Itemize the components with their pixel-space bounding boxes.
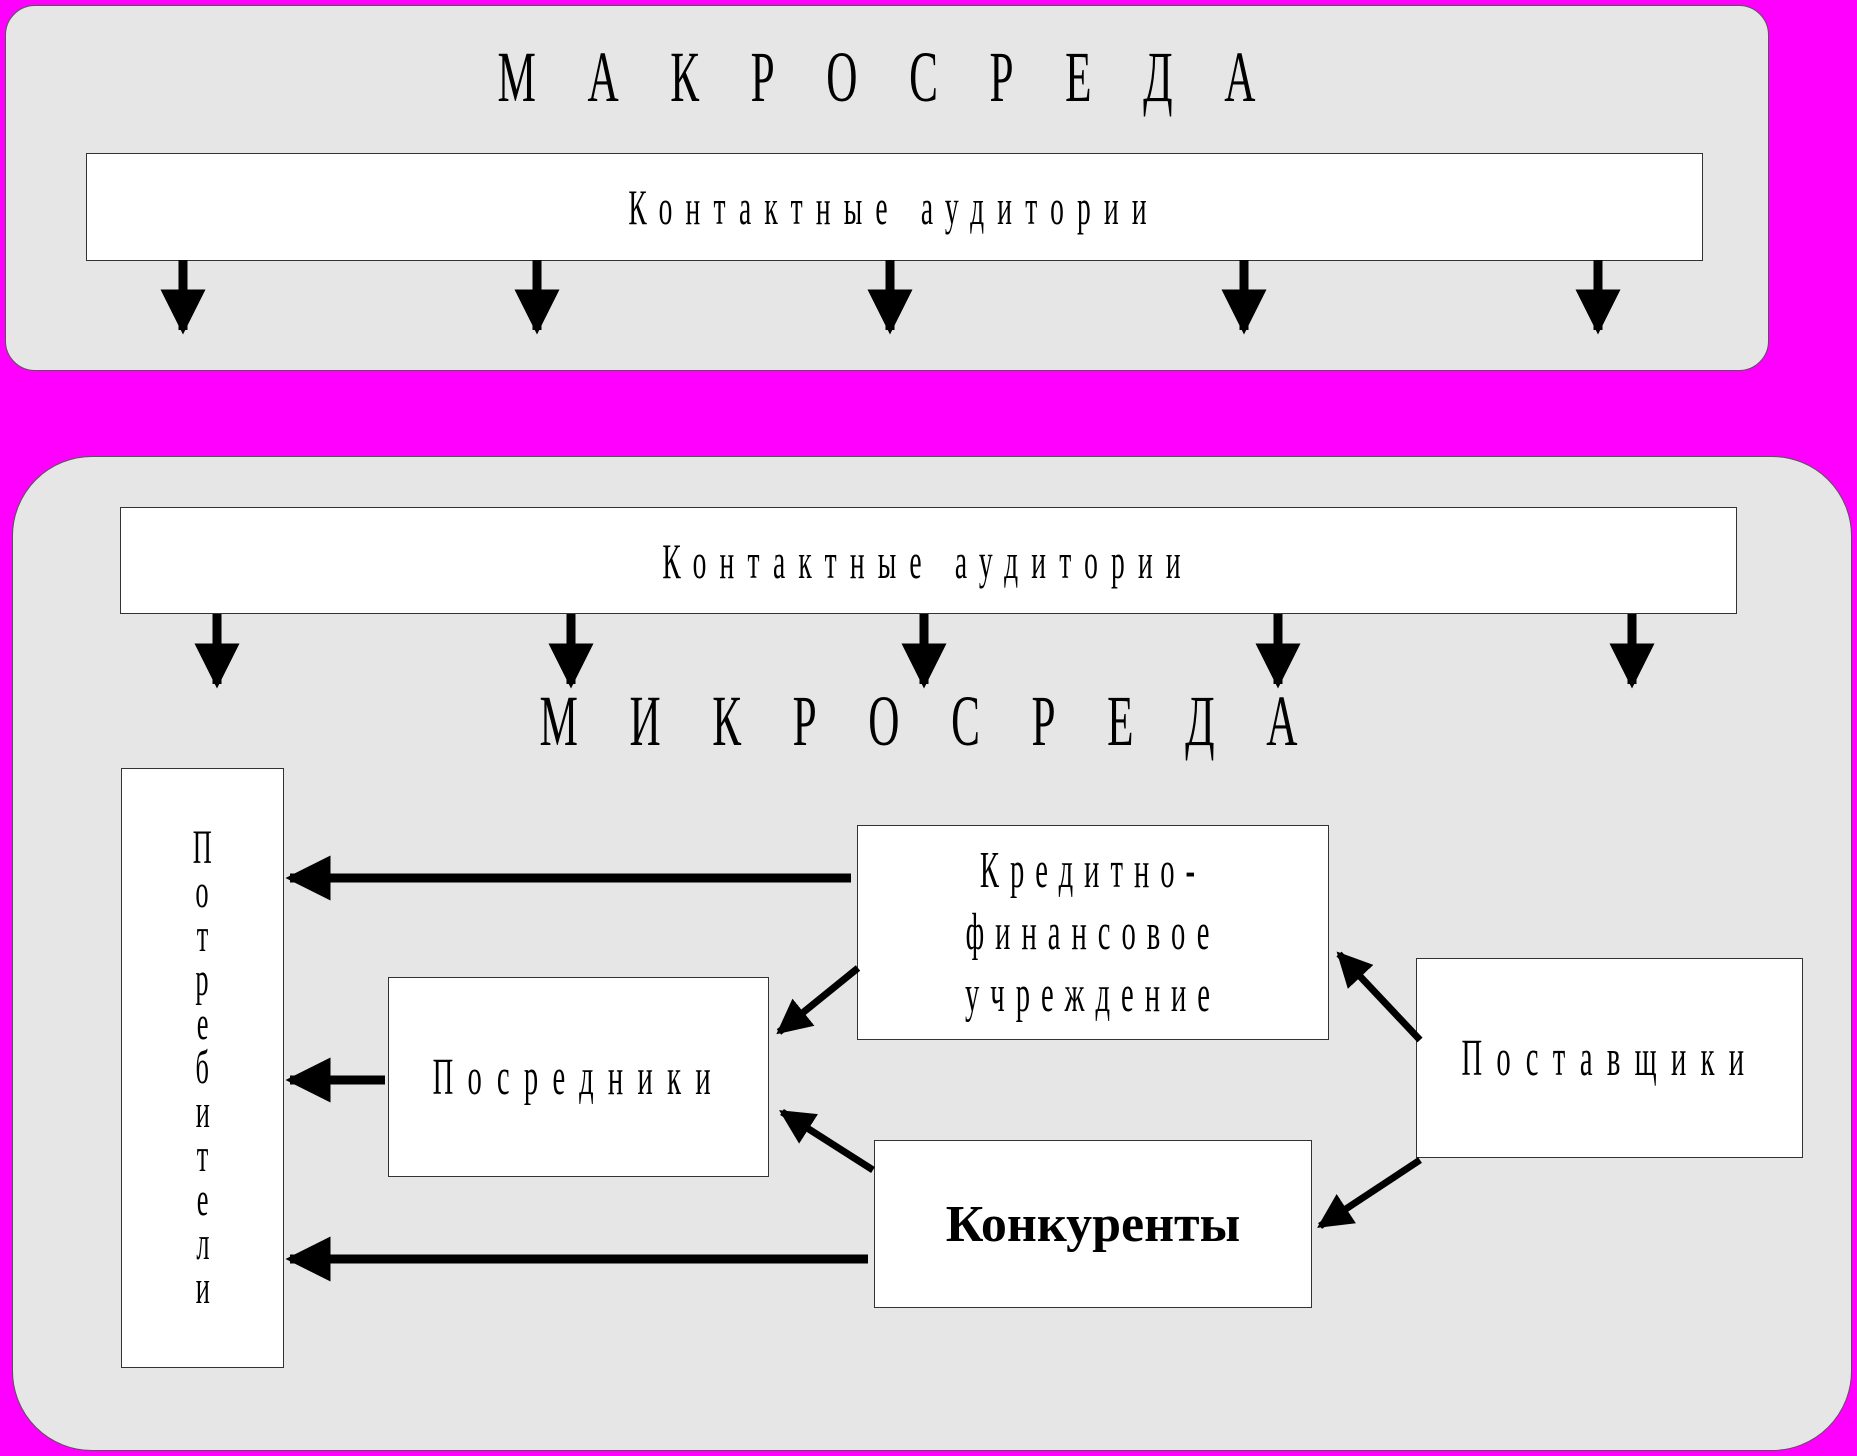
consumers-letter: о: [195, 865, 210, 918]
consumers-letter: т: [196, 909, 209, 962]
macro-environment-panel: М А К Р О С Р Е Д А Контактные аудитории: [5, 5, 1769, 371]
suppliers-box: Поставщики: [1416, 958, 1803, 1158]
competitors-label: Конкуренты: [945, 1195, 1241, 1253]
consumers-letter: П: [192, 821, 213, 874]
consumers-letter: и: [195, 1261, 210, 1314]
micro-contact-audiences-box: Контактные аудитории: [120, 507, 1737, 614]
macro-title: М А К Р О С Р Е Д А: [497, 37, 1277, 117]
macro-contact-audiences-box: Контактные аудитории: [86, 153, 1703, 261]
micro-title: М И К Р О С Р Е Д А: [539, 681, 1318, 761]
consumers-letter: р: [195, 953, 210, 1006]
consumers-letter: т: [196, 1129, 209, 1182]
consumers-letter: б: [195, 1041, 210, 1094]
consumers-letter: л: [195, 1217, 210, 1270]
consumers-letter: е: [196, 997, 209, 1050]
competitors-box: Конкуренты: [874, 1140, 1312, 1308]
intermediaries-box: Посредники: [388, 977, 769, 1177]
macro-contact-audiences-label: Контактные аудитории: [628, 179, 1161, 235]
credit-institution-box: Кредитно- финансовое учреждение: [857, 825, 1329, 1040]
micro-contact-audiences-label: Контактные аудитории: [662, 532, 1195, 589]
intermediaries-label: Посредники: [432, 1048, 725, 1106]
credit-institution-label: Кредитно- финансовое учреждение: [965, 841, 1221, 1023]
consumers-letter: и: [195, 1085, 210, 1138]
consumers-letter: е: [196, 1173, 209, 1226]
suppliers-label: Поставщики: [1461, 1029, 1758, 1087]
